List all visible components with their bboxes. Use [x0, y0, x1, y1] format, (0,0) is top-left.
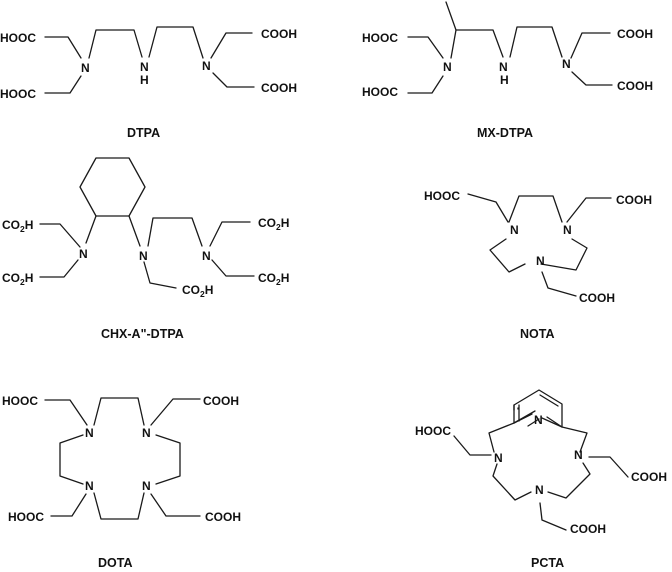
- acid-group: CO2H: [258, 271, 289, 287]
- atom-label: H: [500, 73, 509, 87]
- atom-label: N: [81, 61, 90, 75]
- atom-label: N: [139, 249, 148, 263]
- structure-chx-a-dtpa: CO2H CO2H CO2H CO2H CO2H N N N CHX-A"-DT…: [2, 157, 289, 341]
- atom-label: N: [142, 479, 151, 493]
- atom-label: N: [79, 247, 88, 261]
- atom-label: H: [25, 218, 34, 232]
- structure-pcta: HOOC COOH COOH N N N N PCTA: [415, 389, 667, 570]
- atom-label: HOOC: [362, 85, 398, 99]
- atom-label: H: [281, 271, 290, 285]
- atom-label: N: [202, 59, 211, 73]
- atom-label: N: [85, 479, 94, 493]
- atom-label: N: [202, 249, 211, 263]
- atom-label: N: [443, 60, 452, 74]
- atom-label: N: [510, 223, 519, 237]
- atom-label: N: [574, 448, 583, 462]
- atom-label: H: [281, 216, 290, 230]
- structure-dtpa: HOOC HOOC N N H N COOH COOH DTPA: [0, 26, 297, 140]
- atom-label: COOH: [570, 522, 606, 536]
- atom-label: N: [499, 60, 508, 74]
- atom-label: N: [140, 60, 149, 74]
- atom-label: COOH: [261, 81, 297, 95]
- compound-name: DTPA: [127, 126, 160, 140]
- structure-nota: HOOC COOH COOH N N N NOTA: [424, 189, 652, 341]
- atom-label: N: [562, 57, 571, 71]
- bonds-nota: [467, 193, 612, 297]
- atom-label: CO: [2, 271, 20, 285]
- atom-label: HOOC: [2, 394, 38, 408]
- compound-name: CHX-A"-DTPA: [101, 327, 184, 341]
- acid-group: CO2H: [258, 216, 289, 232]
- subscript: 2: [200, 289, 205, 299]
- atom-label: CO: [258, 216, 276, 230]
- atom-label: N: [534, 413, 543, 427]
- atom-label: N: [494, 451, 503, 465]
- acid-group: CO2H: [2, 271, 33, 287]
- atom-label: N: [142, 426, 151, 440]
- atom-label: CO: [182, 283, 200, 297]
- atom-label: COOH: [631, 470, 667, 484]
- svg-text:CO2H: CO2H: [182, 283, 213, 299]
- atom-label: N: [536, 254, 545, 268]
- compound-name: MX-DTPA: [477, 126, 533, 140]
- atom-label: N: [85, 426, 94, 440]
- atom-label: N: [535, 483, 544, 497]
- atom-label: H: [140, 73, 149, 87]
- atom-label: COOH: [617, 79, 653, 93]
- atom-label: COOH: [617, 27, 653, 41]
- bonds-dota: [44, 397, 201, 520]
- atom-label: HOOC: [424, 189, 460, 203]
- atom-label: COOH: [203, 394, 239, 408]
- structure-mx-dtpa: HOOC HOOC N N H N COOH COOH MX-DTPA: [362, 1, 653, 140]
- atom-label: H: [25, 271, 34, 285]
- atom-label: COOH: [205, 510, 241, 524]
- subscript: 2: [276, 222, 281, 232]
- svg-text:CO2H: CO2H: [258, 271, 289, 287]
- bonds-mx-dtpa: [407, 1, 613, 94]
- acid-group: CO2H: [182, 283, 213, 299]
- atom-label: HOOC: [415, 424, 451, 438]
- structure-dota: HOOC HOOC COOH COOH N N N N DOTA: [2, 394, 241, 570]
- bonds-pcta: [453, 389, 629, 531]
- bonds-chx-a-dtpa: [39, 157, 255, 289]
- atom-label: HOOC: [0, 87, 36, 101]
- compound-name: PCTA: [531, 556, 564, 570]
- acid-group: CO2H: [2, 218, 33, 234]
- atom-label: CO: [258, 271, 276, 285]
- svg-text:CO2H: CO2H: [258, 216, 289, 232]
- atom-label: COOH: [261, 27, 297, 41]
- compound-name: DOTA: [98, 556, 133, 570]
- atom-label: H: [205, 283, 214, 297]
- svg-text:CO2H: CO2H: [2, 218, 33, 234]
- atom-label: CO: [2, 218, 20, 232]
- atom-label: HOOC: [8, 510, 44, 524]
- svg-text:CO2H: CO2H: [2, 271, 33, 287]
- subscript: 2: [20, 224, 25, 234]
- compound-name: NOTA: [520, 327, 555, 341]
- subscript: 2: [276, 277, 281, 287]
- atom-label: COOH: [579, 291, 615, 305]
- atom-label: HOOC: [362, 31, 398, 45]
- bonds-dtpa: [44, 26, 255, 94]
- atom-label: HOOC: [0, 31, 36, 45]
- subscript: 2: [20, 277, 25, 287]
- atom-label: COOH: [616, 193, 652, 207]
- atom-label: N: [563, 223, 572, 237]
